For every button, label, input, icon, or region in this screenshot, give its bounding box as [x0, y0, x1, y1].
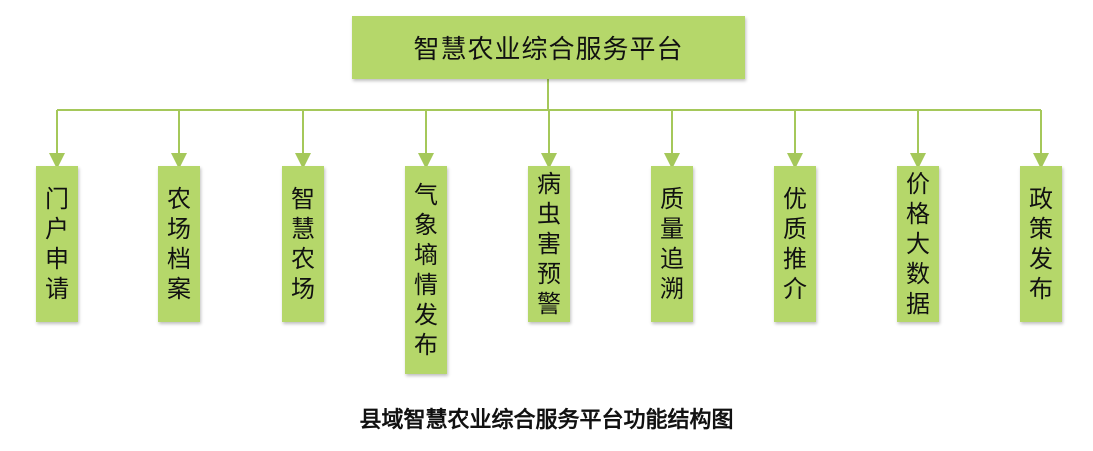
node-weather-soil-release: 气象墒情发布: [405, 166, 447, 374]
figure-caption: 县域智慧农业综合服务平台功能结构图: [359, 407, 734, 433]
node-quality-traceability: 质量追溯: [651, 166, 693, 322]
node-smart-farm: 智慧农场: [282, 166, 324, 322]
node-policy-release: 政策发布: [1020, 166, 1062, 322]
root-label: 智慧农业综合服务平台: [413, 35, 684, 65]
node-portal-application: 门户申请: [36, 166, 78, 322]
node-farm-archive: 农场档案: [158, 166, 200, 322]
node-quality-promotion: 优质推介: [774, 166, 816, 322]
node-price-big-data: 价格大数据: [897, 166, 939, 322]
node-pest-warning: 病虫害预警: [528, 166, 570, 322]
root-node: 智慧农业综合服务平台: [352, 16, 745, 79]
